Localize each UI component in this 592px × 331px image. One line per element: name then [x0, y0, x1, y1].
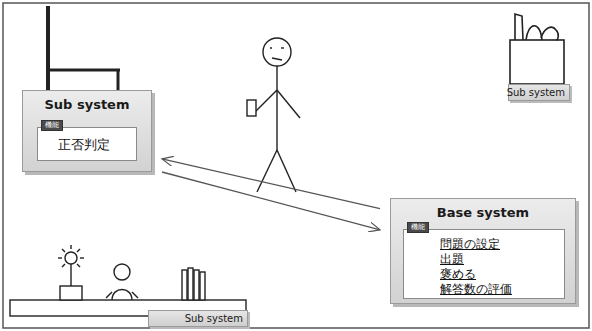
function-box: 機能正否判定 [37, 127, 137, 161]
flow-arrow [162, 172, 380, 230]
function-item: 出題 [440, 252, 564, 267]
function-item: 解答数の評価 [440, 282, 564, 297]
system-heading: Sub system [23, 97, 151, 112]
system-box: Sub system機能正否判定 [22, 90, 152, 172]
function-tag: 機能 [407, 222, 429, 233]
system-box: Base system 機能問題の設定出題褒める解答数の評価 [390, 198, 576, 304]
system-label: Sub system [148, 310, 248, 327]
function-item: 正否判定 [58, 137, 136, 153]
chair-illustration [48, 6, 120, 92]
outer-frame [3, 3, 589, 328]
person-illustration [247, 38, 300, 192]
function-item: 問題の設定 [440, 237, 564, 252]
desk-illustration [10, 245, 246, 316]
function-item: 褒める [440, 267, 564, 282]
system-label-text: Sub system [185, 312, 243, 325]
function-box: 機能問題の設定出題褒める解答数の評価 [403, 229, 565, 299]
bag-illustration [510, 14, 564, 84]
system-label-text: Sub system [507, 86, 565, 99]
system-label: Sub system [508, 84, 570, 101]
system-heading: Base system [391, 205, 575, 220]
function-tag: 機能 [41, 120, 63, 131]
